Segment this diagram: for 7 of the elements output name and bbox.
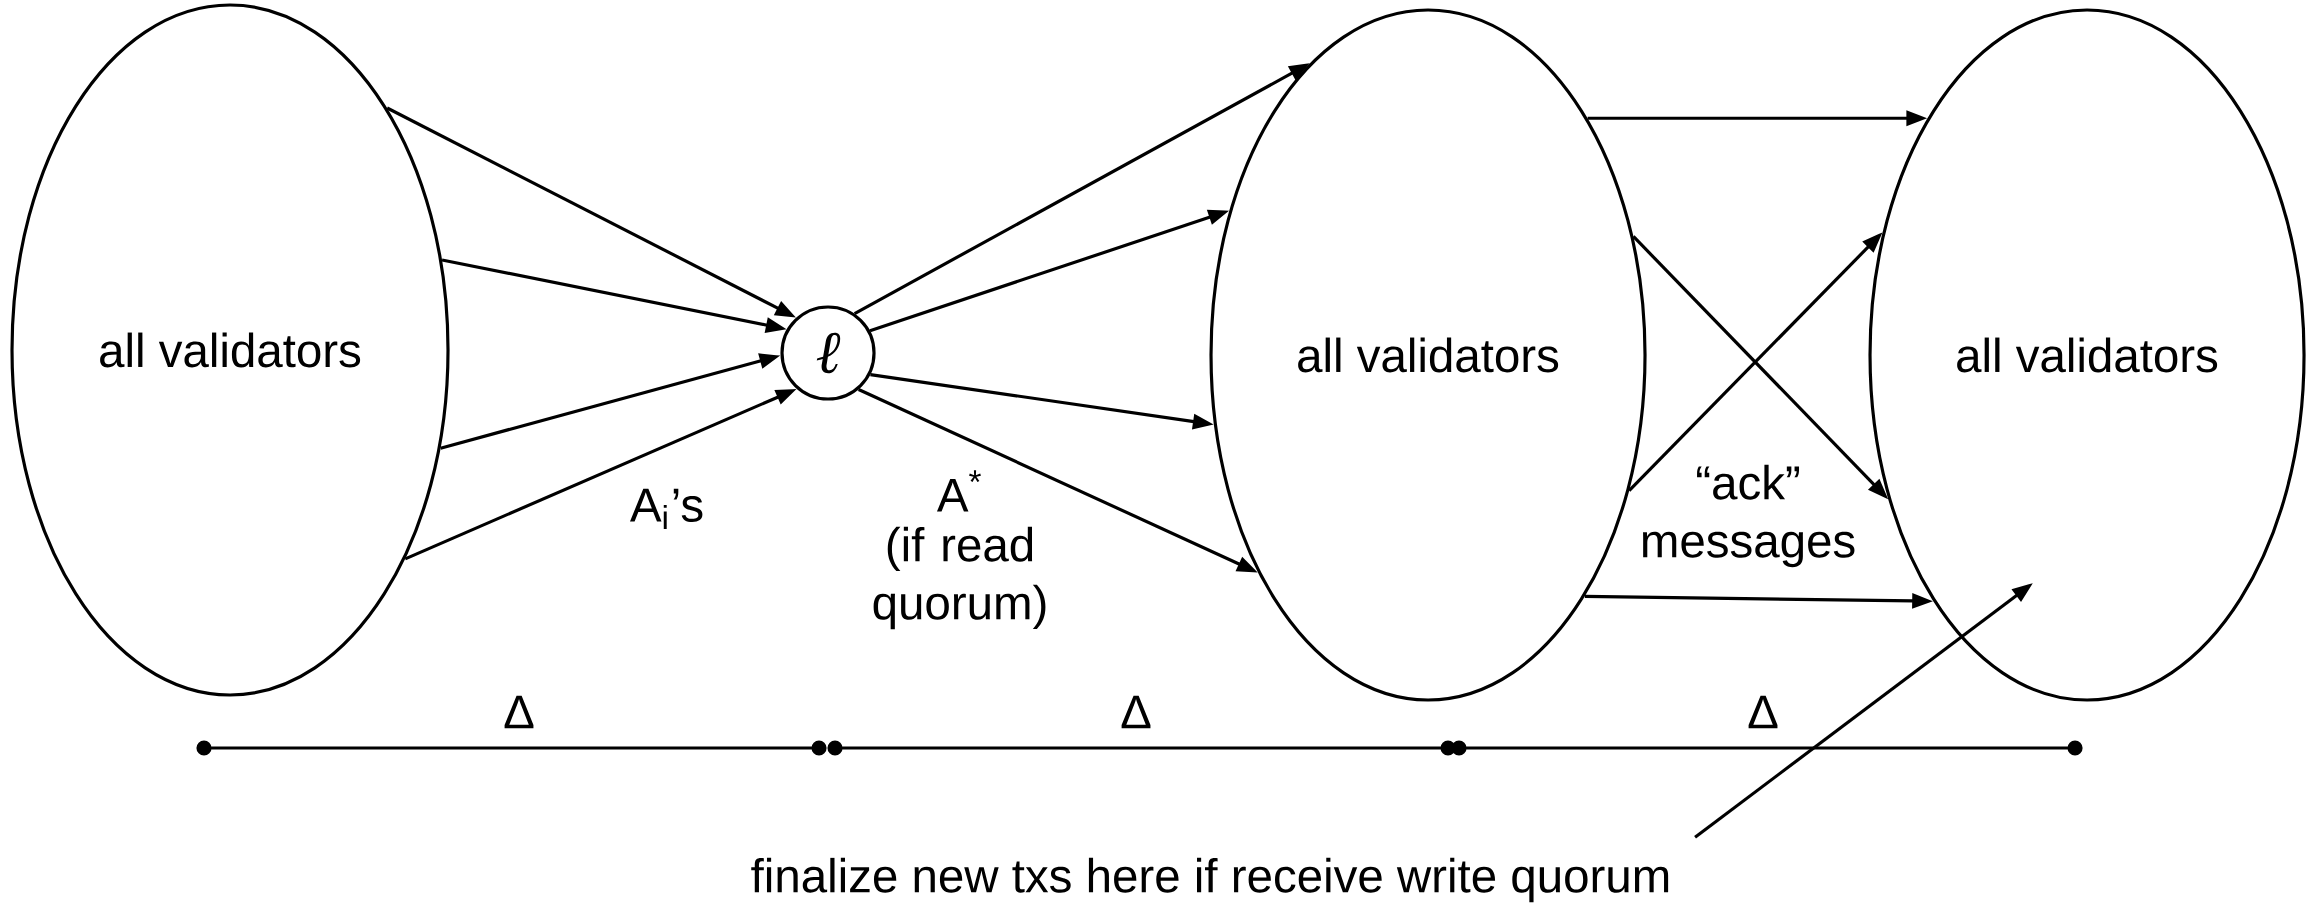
duration-label: Δ (1121, 695, 1151, 729)
duration-label: Δ (1748, 695, 1778, 729)
duration-label: Δ (504, 695, 534, 729)
arrow-label: (if read quorum) (873, 526, 1046, 630)
arrow-label: A$_{i}$’s (630, 488, 703, 530)
annotation-text: finalize new txs here if receive write quorum (751, 857, 1669, 903)
arrow-label: A$^{*}$ (936, 470, 981, 512)
